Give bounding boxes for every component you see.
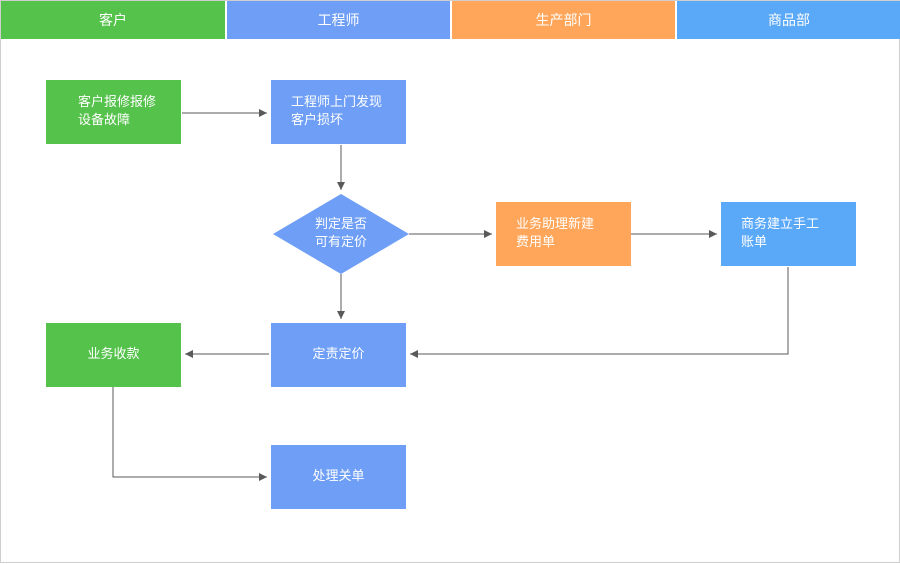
lane-header-production: 生产部门 bbox=[452, 1, 675, 39]
lane-header-goods: 商品部 bbox=[677, 1, 900, 39]
lane-header-engineer: 工程师 bbox=[227, 1, 450, 39]
edge-collect-to-close bbox=[112, 387, 267, 481]
node-assistant-bill-label: 业务助理新建 费用单 bbox=[516, 217, 595, 250]
decision-diamond bbox=[273, 194, 409, 274]
node-price: 定责定价 bbox=[271, 323, 406, 387]
node-engineer-visit: 工程师上门发现 客户损坏 bbox=[271, 80, 406, 144]
node-assistant-bill: 业务助理新建 费用单 bbox=[496, 202, 631, 266]
node-collect-label: 业务收款 bbox=[87, 347, 140, 362]
node-manual-account-label: 商务建立手工 账单 bbox=[741, 217, 820, 250]
edge-account-to-price bbox=[410, 267, 789, 358]
node-customer-report-label: 客户报修报修 设备故障 bbox=[78, 95, 157, 128]
node-engineer-visit-label: 工程师上门发现 客户损坏 bbox=[291, 95, 383, 128]
node-close: 处理关单 bbox=[271, 445, 406, 509]
node-manual-account: 商务建立手工 账单 bbox=[721, 202, 856, 266]
lane-header-customer: 客户 bbox=[1, 1, 225, 39]
node-customer-report: 客户报修报修 设备故障 bbox=[46, 80, 181, 144]
node-close-label: 处理关单 bbox=[312, 469, 365, 484]
node-price-label: 定责定价 bbox=[312, 347, 365, 362]
node-collect: 业务收款 bbox=[46, 323, 181, 387]
decision-label: 判定是否 可有定价 bbox=[314, 217, 367, 250]
